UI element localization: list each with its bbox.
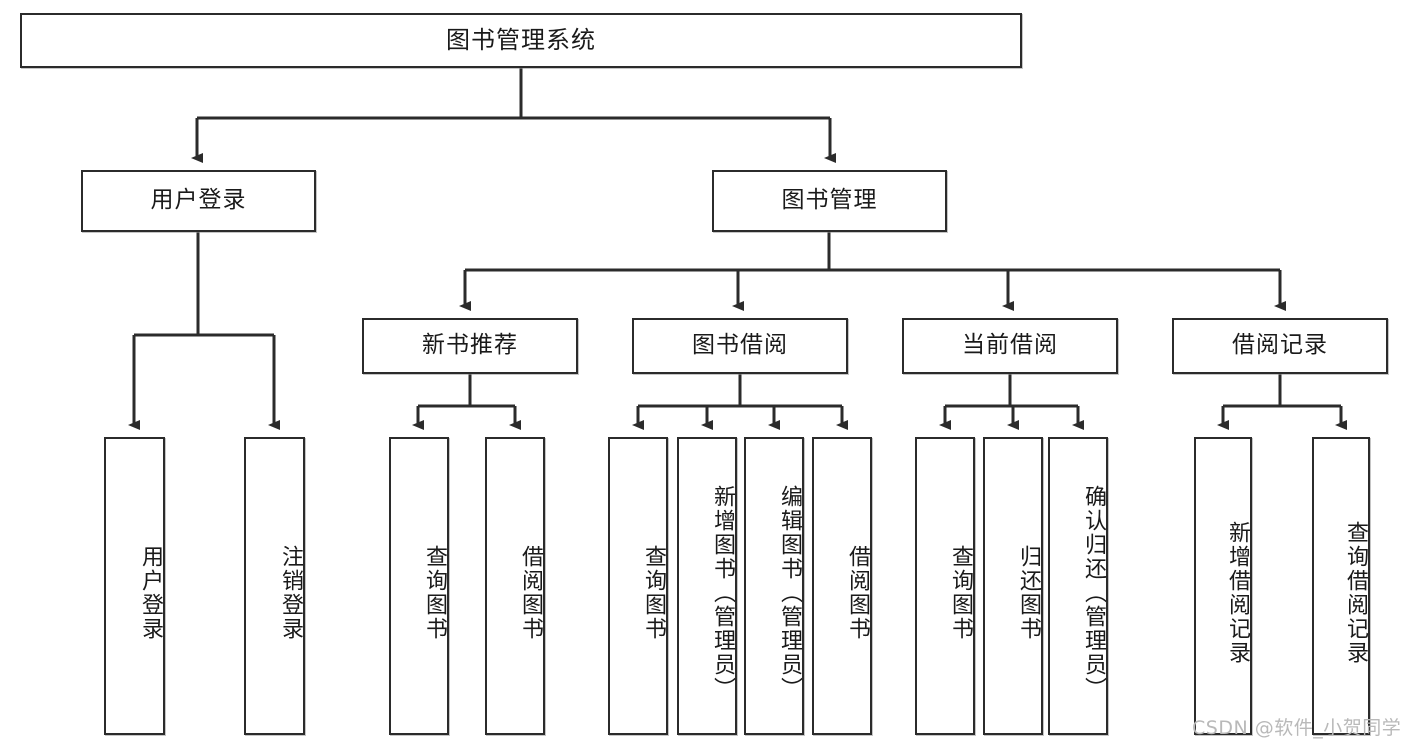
- leaf-borrow-edit-book-admin[interactable]: 编辑图书（管理员）: [744, 437, 804, 735]
- leaf-current-query-books[interactable]: 查询图书: [915, 437, 975, 735]
- node-label: 当前借阅: [962, 332, 1058, 359]
- node-label: 确认归还（管理员）: [1081, 485, 1106, 701]
- node-label: 新增借阅记录: [1225, 521, 1250, 665]
- node-user-login[interactable]: 用户登录: [81, 170, 316, 232]
- node-label: 查询借阅记录: [1343, 521, 1368, 665]
- node-label: 用户登录: [138, 545, 163, 641]
- leaf-current-confirm-return-admin[interactable]: 确认归还（管理员）: [1048, 437, 1108, 735]
- node-label: 新增图书（管理员）: [710, 485, 735, 701]
- node-label: 借阅图书: [518, 545, 543, 641]
- leaf-borrow-query-books[interactable]: 查询图书: [608, 437, 668, 735]
- leaf-current-return-books[interactable]: 归还图书: [983, 437, 1043, 735]
- csdn-watermark: CSDN @软件_小贺同学: [1192, 717, 1402, 739]
- leaf-user-login-logout[interactable]: 注销登录: [244, 437, 305, 735]
- node-label: 归还图书: [1016, 545, 1041, 641]
- node-root-book-management-system[interactable]: 图书管理系统: [20, 13, 1022, 68]
- node-label: 图书借阅: [692, 332, 788, 359]
- leaf-record-query-borrow-record[interactable]: 查询借阅记录: [1312, 437, 1370, 735]
- node-label: 查询图书: [948, 545, 973, 641]
- node-label: 图书管理: [781, 187, 878, 214]
- leaf-new-book-query-books[interactable]: 查询图书: [389, 437, 449, 735]
- node-label: 图书管理系统: [446, 26, 596, 55]
- node-label: 注销登录: [278, 545, 303, 641]
- node-book-borrowing[interactable]: 图书借阅: [632, 318, 848, 374]
- node-label: 借阅记录: [1232, 332, 1328, 359]
- node-borrowing-records[interactable]: 借阅记录: [1172, 318, 1388, 374]
- node-label: 查询图书: [422, 545, 447, 641]
- node-new-book-recommendation[interactable]: 新书推荐: [362, 318, 578, 374]
- node-current-borrowing[interactable]: 当前借阅: [902, 318, 1118, 374]
- node-label: 借阅图书: [845, 545, 870, 641]
- leaf-user-login-login[interactable]: 用户登录: [104, 437, 165, 735]
- node-label: 新书推荐: [422, 332, 518, 359]
- leaf-borrow-borrow-books[interactable]: 借阅图书: [812, 437, 872, 735]
- node-label: 编辑图书（管理员）: [777, 485, 802, 701]
- node-book-management[interactable]: 图书管理: [712, 170, 947, 232]
- leaf-new-book-borrow-books[interactable]: 借阅图书: [485, 437, 545, 735]
- leaf-borrow-add-book-admin[interactable]: 新增图书（管理员）: [677, 437, 737, 735]
- node-label: 查询图书: [641, 545, 666, 641]
- node-label: 用户登录: [150, 187, 247, 214]
- leaf-record-add-borrow-record[interactable]: 新增借阅记录: [1194, 437, 1252, 735]
